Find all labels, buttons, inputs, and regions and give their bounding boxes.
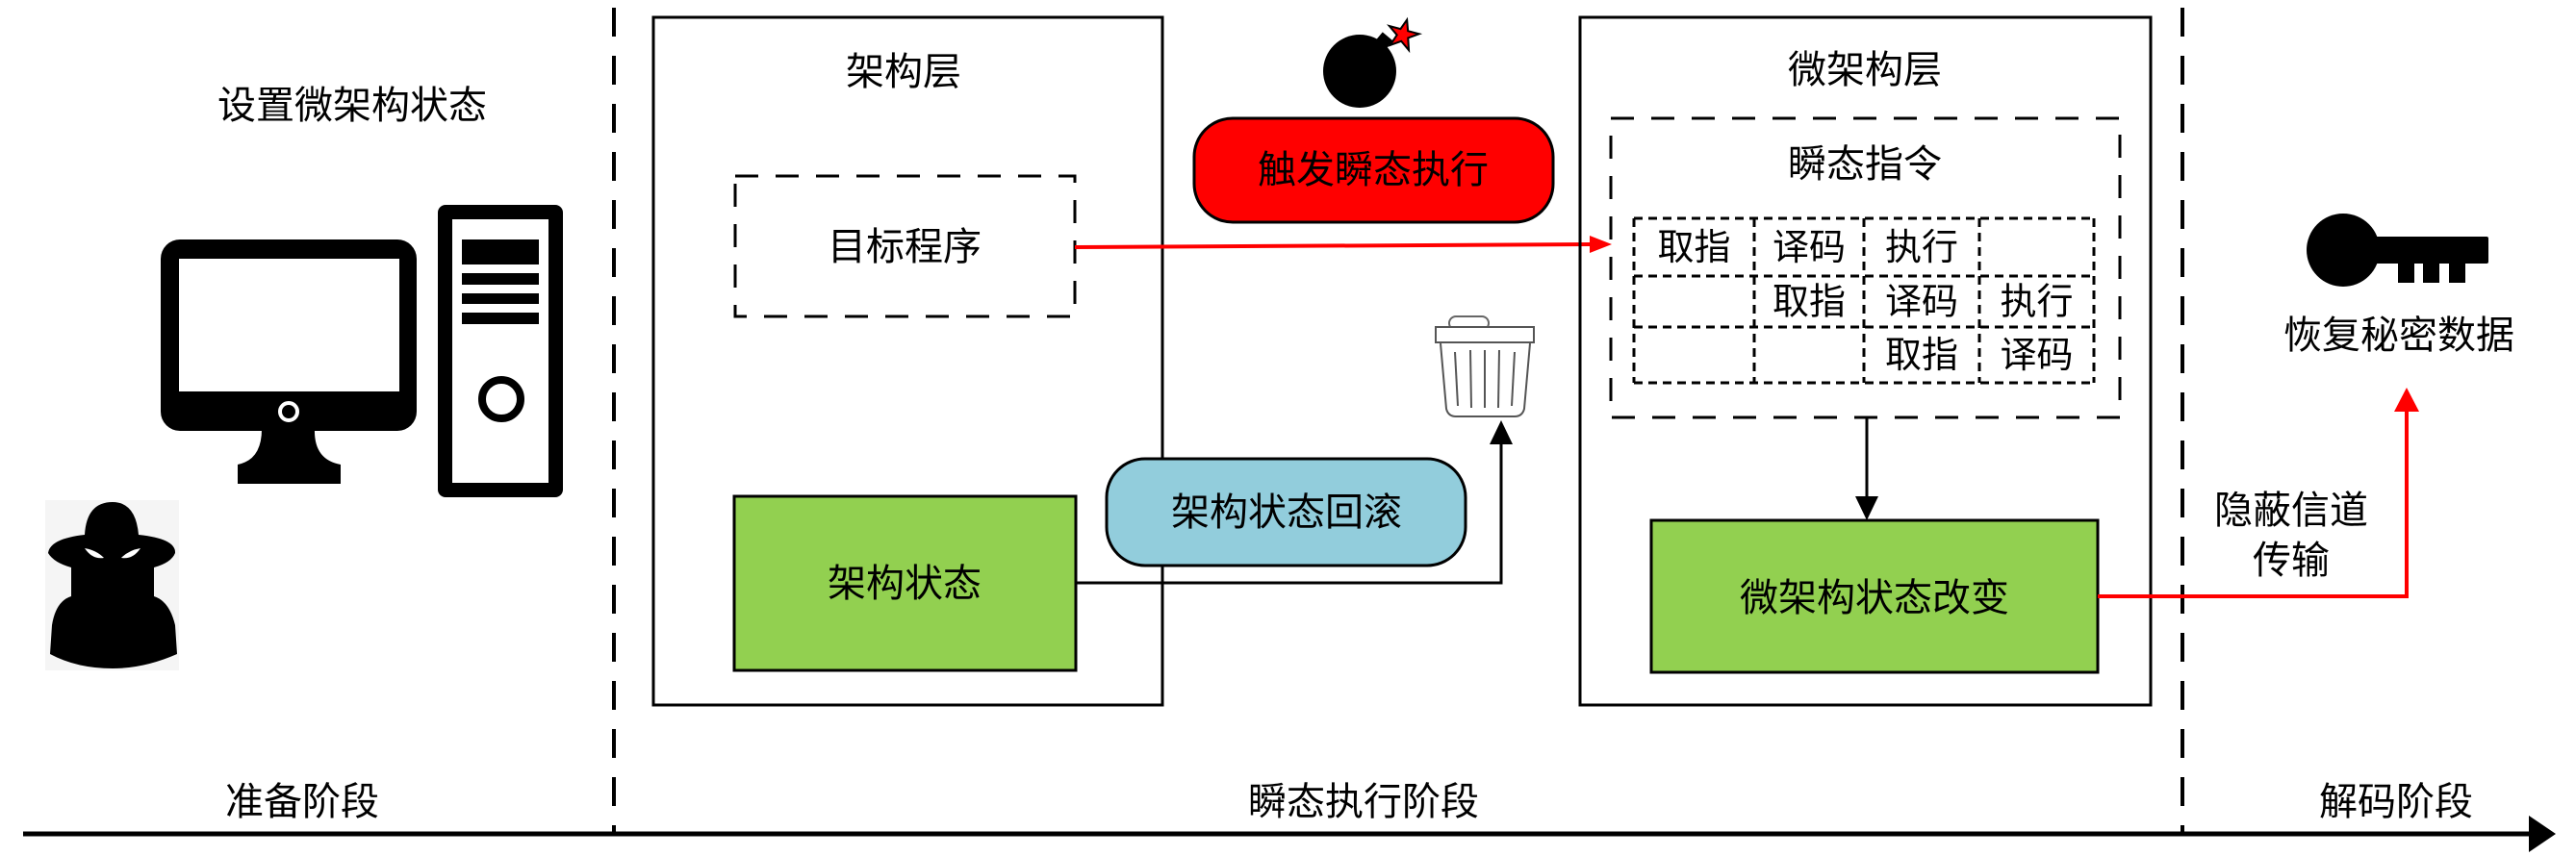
pipeline-cell: 译码 xyxy=(2000,334,2073,376)
arch-state-rollback-pill xyxy=(1105,457,1467,567)
key-icon xyxy=(2307,214,2488,287)
desktop-computer-icon xyxy=(161,205,563,497)
transient-instructions-title: 瞬态指令 xyxy=(1788,142,1942,187)
bomb-icon xyxy=(1323,16,1423,108)
covert-channel-red-arrow xyxy=(2098,388,2419,598)
micro-arch-layer-box xyxy=(1578,15,2153,707)
arch-layer-box xyxy=(651,15,1164,707)
pipeline-cell: 执行 xyxy=(1885,226,1958,268)
covert-channel-label-line1: 隐蔽信道 xyxy=(2214,489,2368,533)
rollback-connector-arrow xyxy=(1076,420,1513,585)
trigger-transient-execution-label: 触发瞬态执行 xyxy=(1258,148,1489,192)
arch-state-box xyxy=(732,494,1078,672)
pipeline-cell: 取指 xyxy=(1657,226,1730,268)
arch-state-label: 架构状态 xyxy=(828,562,982,606)
phase-label-transient: 瞬态执行阶段 xyxy=(1248,780,1479,824)
red-arrow-to-transient-instructions xyxy=(1074,236,1612,253)
pipeline-cell: 取指 xyxy=(1773,281,1846,323)
phase-label-preparation: 准备阶段 xyxy=(225,780,379,824)
pipeline-cell: 译码 xyxy=(1885,281,1958,323)
monitor-icon xyxy=(161,239,417,484)
preparation-title: 设置微架构状态 xyxy=(217,84,487,128)
attacker-spy-icon xyxy=(45,500,179,670)
tower-icon xyxy=(438,205,563,497)
covert-channel-label-line2: 传输 xyxy=(2253,539,2330,583)
timeline-arrowhead xyxy=(2529,816,2556,852)
trigger-transient-execution-pill xyxy=(1192,116,1555,224)
target-program-label: 目标程序 xyxy=(828,225,982,269)
trash-can-icon xyxy=(1435,315,1535,417)
arch-state-rollback-label: 架构状态回滚 xyxy=(1171,491,1402,535)
pipeline-cell: 取指 xyxy=(1885,334,1958,376)
micro-arch-state-change-label: 微架构状态改变 xyxy=(1740,576,2009,620)
phase-label-decoding: 解码阶段 xyxy=(2319,780,2473,824)
recover-secret-data-label: 恢复秘密数据 xyxy=(2283,314,2514,358)
down-arrow-to-state-change xyxy=(1855,417,1878,520)
pipeline-cell: 译码 xyxy=(1773,226,1846,268)
pipeline-table: 取指译码执行取指译码执行取指译码 xyxy=(1632,216,2096,385)
timeline-axis xyxy=(23,816,2556,852)
pipeline-cell: 执行 xyxy=(2000,281,2073,323)
micro-arch-layer-title: 微架构层 xyxy=(1788,48,1942,92)
arch-layer-title: 架构层 xyxy=(846,50,961,94)
